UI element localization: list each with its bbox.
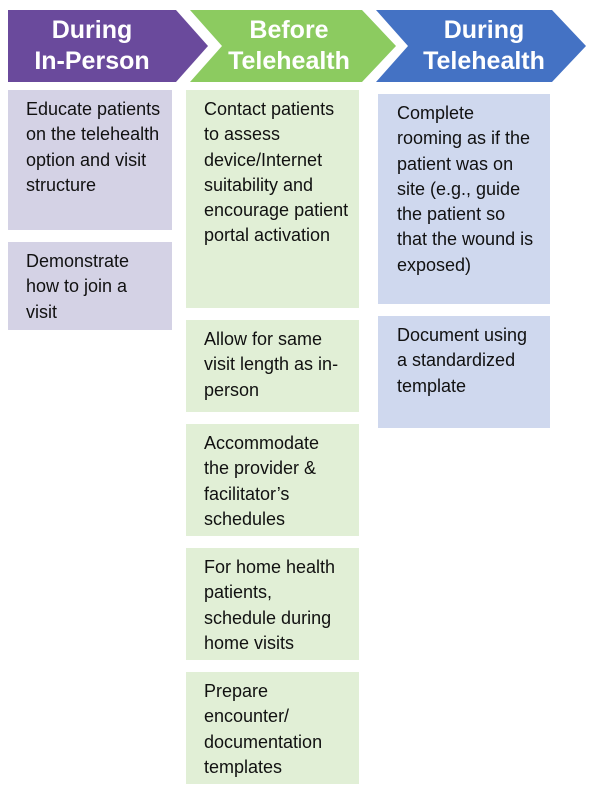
step-educate-patients: Educate patients on the telehealth optio… bbox=[8, 90, 172, 230]
step-document-template: Document using a standardized template bbox=[378, 316, 550, 428]
column-during-in-person: Educate patients on the telehealth optio… bbox=[8, 90, 172, 330]
step-prepare-templates: Prepare encounter/ documentation templat… bbox=[186, 672, 359, 784]
step-complete-rooming: Complete rooming as if the patient was o… bbox=[378, 94, 550, 304]
during-telehealth-arrow bbox=[376, 10, 586, 82]
step-home-health-schedule: For home health patients, schedule durin… bbox=[186, 548, 359, 660]
column-during-telehealth: Complete rooming as if the patient was o… bbox=[378, 94, 550, 428]
header-during-telehealth: During Telehealth bbox=[423, 16, 545, 75]
header-before-telehealth: Before Telehealth bbox=[228, 16, 350, 75]
step-same-visit-length: Allow for same visit length as in-person bbox=[186, 320, 359, 412]
column-before-telehealth: Contact patients to assess device/Intern… bbox=[186, 90, 359, 784]
before-telehealth-arrow bbox=[190, 10, 396, 82]
step-contact-patients: Contact patients to assess device/Intern… bbox=[186, 90, 359, 308]
phase-arrows bbox=[8, 10, 586, 82]
step-demonstrate-join: Demonstrate how to join a visit bbox=[8, 242, 172, 330]
in-person-arrow bbox=[8, 10, 208, 82]
step-accommodate-schedules: Accommodate the provider & facilitator’s… bbox=[186, 424, 359, 536]
header-during-in-person: During In-Person bbox=[34, 16, 150, 75]
